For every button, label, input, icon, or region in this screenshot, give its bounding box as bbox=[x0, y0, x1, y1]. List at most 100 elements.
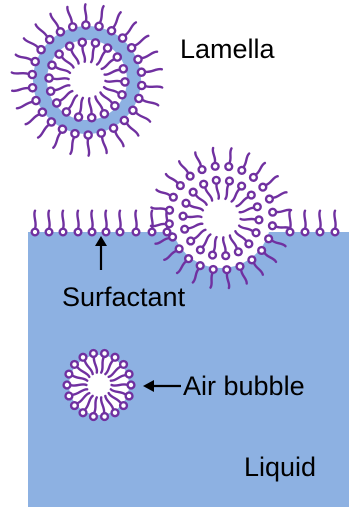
surfactant-molecule bbox=[26, 109, 46, 125]
surfactant-tail bbox=[213, 148, 215, 163]
surfactant-molecule bbox=[95, 6, 103, 30]
surfactant-tail bbox=[289, 211, 290, 229]
surfactant-molecule bbox=[70, 130, 78, 154]
surfactant-head bbox=[92, 39, 99, 46]
surfactant-head bbox=[103, 229, 110, 236]
surfactant-molecule bbox=[250, 163, 265, 181]
surfactant-tail bbox=[135, 36, 149, 46]
surfactant-head bbox=[133, 229, 140, 236]
surfactant-molecule bbox=[134, 52, 157, 63]
surfactant-tail bbox=[101, 93, 113, 104]
surfactant-head bbox=[149, 229, 156, 236]
surfactant-tail bbox=[113, 12, 121, 27]
surfactant-head bbox=[134, 56, 141, 63]
surfactant-tail bbox=[105, 81, 121, 82]
surfactant-molecule bbox=[149, 211, 156, 236]
surfactant-molecule bbox=[47, 85, 69, 94]
surfactant-head bbox=[269, 209, 276, 216]
surfactant-tail bbox=[48, 211, 49, 229]
surfactant-head bbox=[45, 75, 52, 82]
surfactant-tail bbox=[136, 112, 150, 121]
surfactant-head bbox=[117, 229, 124, 236]
surfactant-molecule bbox=[88, 98, 95, 121]
surfactant-head bbox=[66, 371, 73, 378]
surfactant-molecule bbox=[105, 78, 128, 85]
surfactant-head bbox=[185, 255, 192, 262]
surfactant-head bbox=[166, 207, 173, 214]
surfactant-head bbox=[250, 174, 257, 181]
surfactant-molecule bbox=[266, 192, 286, 202]
surfactant-molecule bbox=[85, 131, 92, 155]
surfactant-molecule bbox=[48, 62, 70, 73]
surfactant-tail bbox=[334, 211, 335, 229]
surfactant-molecule bbox=[16, 55, 39, 65]
surfactant-tail bbox=[34, 211, 35, 229]
surfactant-tail bbox=[12, 88, 29, 91]
surfactant-molecule bbox=[89, 211, 96, 236]
surfactant-head bbox=[85, 131, 92, 138]
surfactant-head bbox=[112, 409, 119, 416]
surfactant-tail bbox=[256, 163, 265, 175]
surfactant-head bbox=[177, 182, 184, 189]
surfactant-molecule bbox=[38, 118, 55, 137]
surfactant-head bbox=[75, 229, 82, 236]
surfactant-molecule bbox=[91, 39, 99, 62]
surfactant-tail bbox=[62, 211, 63, 229]
surfactant-head bbox=[60, 229, 67, 236]
surfactant-tail bbox=[55, 67, 70, 73]
surfactant-tail bbox=[85, 4, 87, 21]
surfactant-head bbox=[258, 247, 265, 254]
surfactant-head bbox=[48, 62, 55, 69]
surfactant-head bbox=[59, 126, 66, 133]
surfactant-tail bbox=[60, 91, 73, 101]
surfactant-head bbox=[90, 413, 97, 420]
surfactant-head bbox=[112, 354, 119, 361]
surfactant-head bbox=[269, 222, 276, 229]
surfactant-head bbox=[138, 69, 145, 76]
surfactant-head bbox=[64, 382, 71, 389]
surfactant-head bbox=[82, 21, 89, 28]
surfactant-molecule bbox=[238, 154, 249, 174]
surfactant-head bbox=[63, 108, 70, 115]
surfactant-head bbox=[169, 234, 176, 241]
surfactant-molecule bbox=[108, 12, 121, 34]
surfactant-molecule bbox=[117, 211, 124, 236]
surfactant-head bbox=[88, 114, 95, 121]
surfactant-tail bbox=[273, 192, 287, 198]
liquid-label: Liquid bbox=[244, 452, 316, 482]
surfactant-head bbox=[111, 102, 118, 109]
surfactant-head bbox=[101, 413, 108, 420]
surfactant-molecule bbox=[32, 211, 39, 236]
surfactant-tail bbox=[71, 49, 78, 63]
surfactant-molecule bbox=[166, 174, 184, 189]
surfactant-molecule bbox=[24, 38, 45, 53]
surfactant-head bbox=[128, 44, 135, 51]
surfactant-tail bbox=[211, 273, 213, 288]
surfactant-head bbox=[32, 229, 39, 236]
surfactant-head bbox=[118, 91, 125, 98]
surfactant-tail bbox=[115, 131, 123, 146]
surfactant-tail bbox=[319, 211, 320, 229]
air-bubble-label: Air bubble bbox=[183, 371, 305, 401]
surfactant-head bbox=[79, 39, 86, 46]
surfactant-molecule bbox=[151, 220, 173, 227]
surfactant-tail bbox=[100, 6, 104, 23]
lamella-structure bbox=[12, 4, 162, 155]
surfactant-head bbox=[266, 196, 273, 203]
surfactant-molecule bbox=[138, 82, 162, 89]
surfactant-head bbox=[197, 262, 204, 269]
surfactant-tail bbox=[102, 59, 115, 69]
surfactant-molecule bbox=[287, 211, 294, 236]
surfactant-tail bbox=[166, 174, 178, 183]
surfactant-head bbox=[187, 173, 194, 180]
surfactant-tail bbox=[12, 73, 29, 75]
surfactant-molecule bbox=[98, 130, 107, 153]
surfactant-head bbox=[47, 88, 54, 95]
surfactant-head bbox=[226, 178, 233, 185]
surfactant-tail bbox=[79, 98, 83, 114]
surfactant-tail bbox=[91, 211, 92, 229]
surfactant-head bbox=[225, 163, 232, 170]
surfactant-head bbox=[302, 229, 309, 236]
surfactant-head bbox=[253, 229, 260, 236]
